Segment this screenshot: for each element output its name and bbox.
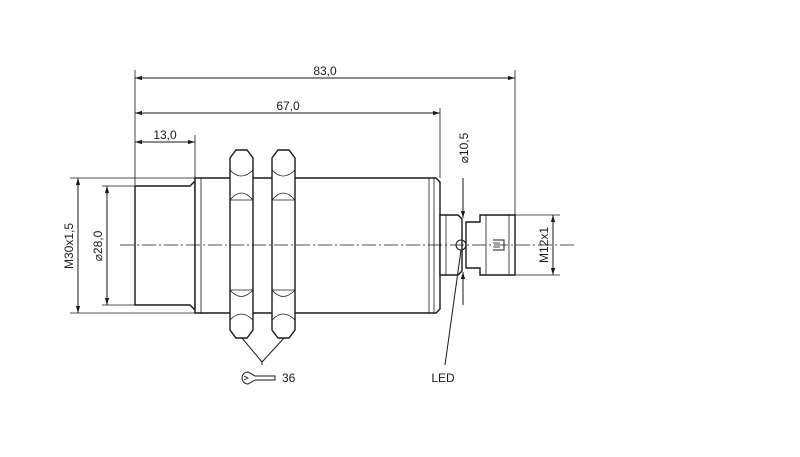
dimension-cable-diameter: ⌀10,5	[457, 132, 471, 305]
wrench-icon	[241, 371, 276, 385]
dim-cable-diameter: ⌀10,5	[457, 132, 471, 163]
dimension-face-diameter: ⌀28,0	[91, 186, 110, 305]
dimension-face: 13,0	[135, 128, 195, 145]
dim-face-length: 13,0	[153, 128, 177, 142]
dimension-thread: M30x1,5	[62, 178, 81, 313]
led-label: LED	[431, 371, 455, 385]
dim-face-diameter: ⌀28,0	[91, 230, 105, 261]
dim-thread: M30x1,5	[62, 223, 76, 269]
dim-housing-length: 67,0	[276, 99, 300, 113]
led-callout: LED	[431, 249, 462, 385]
dimension-overall: 83,0	[135, 64, 515, 81]
dimension-housing: 67,0	[135, 99, 440, 116]
hex-nut-left	[229, 149, 254, 339]
wrench-size: 36	[282, 371, 296, 385]
sensor-body	[134, 177, 516, 314]
wrench-callout: 36	[241, 337, 296, 385]
threaded-housing	[194, 177, 441, 314]
sensing-face-cap	[134, 179, 196, 312]
dim-overall-length: 83,0	[313, 64, 337, 78]
hex-nut-right	[271, 149, 296, 339]
